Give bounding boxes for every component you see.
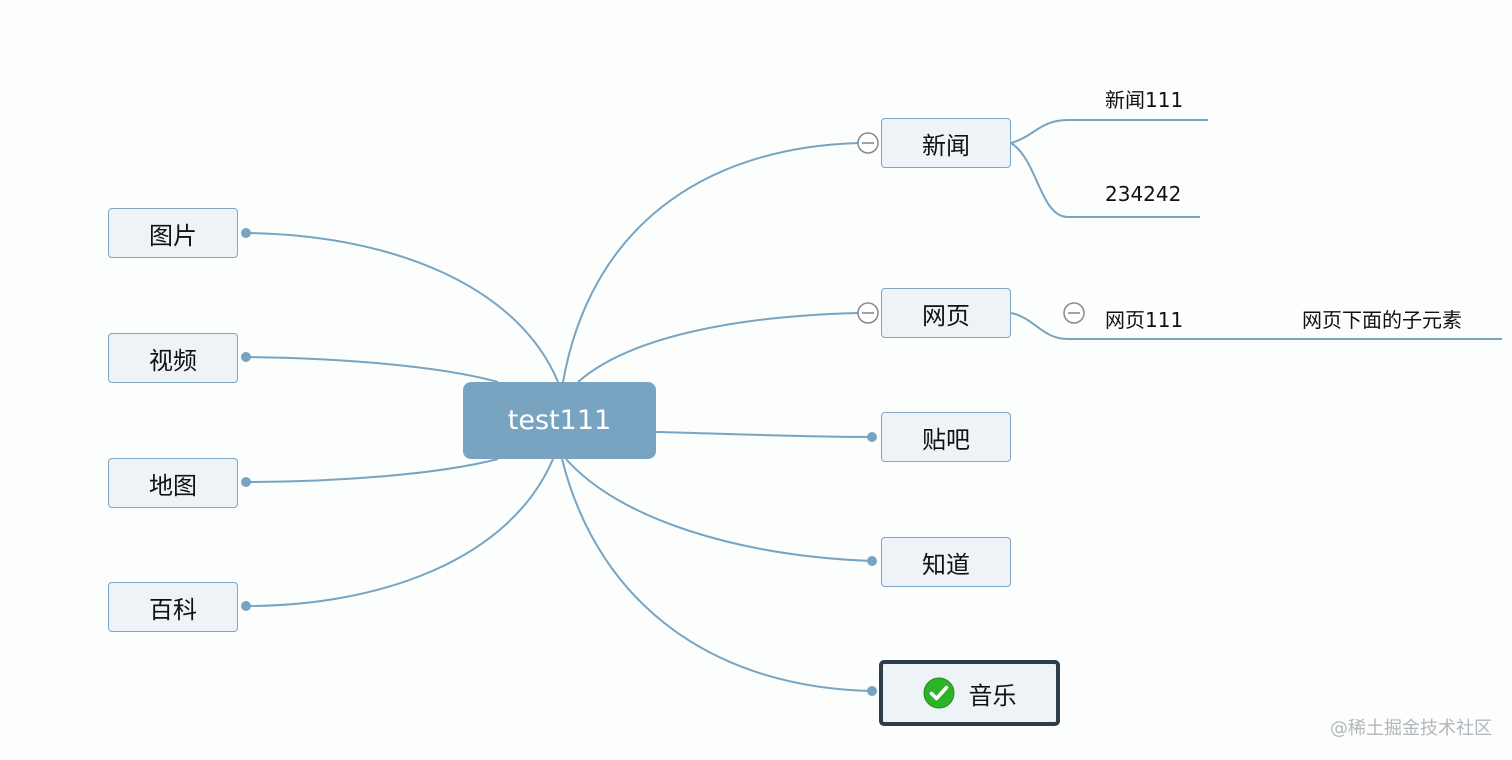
topic-ditu[interactable]: 地图 <box>108 458 238 508</box>
topic-connector-dot[interactable] <box>867 686 877 696</box>
topic-connector-dot[interactable] <box>241 601 251 611</box>
topic-label: 新闻 <box>922 131 970 160</box>
topic-label: 音乐 <box>968 681 1017 710</box>
topic-connector-dot[interactable] <box>241 352 251 362</box>
link-wangye-child1 <box>1010 312 1502 340</box>
link-root-yinyue <box>561 458 873 692</box>
topic-label: 网页 <box>922 301 970 330</box>
subtopic-label: 234242 <box>1105 182 1182 206</box>
link-root-tieba <box>655 431 873 438</box>
root-topic[interactable]: test111 <box>463 382 656 459</box>
topic-connector-dot[interactable] <box>867 556 877 566</box>
link-root-zhidao <box>565 458 873 562</box>
link-root-shipin <box>245 356 499 383</box>
topic-label: 地图 <box>149 471 197 500</box>
check-icon <box>923 677 955 709</box>
subtopic-label: 网页下面的子元素 <box>1302 308 1462 332</box>
subtopic-xinwen111[interactable]: 新闻111 <box>1105 84 1183 113</box>
subtopic-label: 新闻111 <box>1105 88 1184 112</box>
topic-baike[interactable]: 百科 <box>108 582 238 632</box>
topic-connector-dot[interactable] <box>867 432 877 442</box>
subtopic-wangye-child[interactable]: 网页下面的子元素 <box>1302 304 1462 333</box>
link-root-baike <box>245 458 554 607</box>
root-topic-label: test111 <box>507 405 612 436</box>
topic-shipin[interactable]: 视频 <box>108 333 238 383</box>
link-xinwen-child1 <box>1010 119 1208 144</box>
topic-xinwen[interactable]: 新闻 <box>881 118 1011 168</box>
link-root-tupian <box>245 232 559 383</box>
topic-tieba[interactable]: 贴吧 <box>881 412 1011 462</box>
topic-wangye[interactable]: 网页 <box>881 288 1011 338</box>
topic-yinyue[interactable]: 音乐 <box>879 660 1060 726</box>
watermark: @稀土掘金技术社区 <box>1330 718 1492 739</box>
collapse-toggle-icon[interactable] <box>1063 302 1085 324</box>
link-root-ditu <box>245 458 499 483</box>
topic-tupian[interactable]: 图片 <box>108 208 238 258</box>
collapse-toggle-icon[interactable] <box>857 132 879 154</box>
link-root-xinwen <box>562 142 859 383</box>
topic-zhidao[interactable]: 知道 <box>881 537 1011 587</box>
link-xinwen-child2 <box>1010 142 1200 218</box>
subtopic-label: 网页111 <box>1105 308 1184 332</box>
topic-label: 知道 <box>922 550 970 579</box>
collapse-toggle-icon[interactable] <box>857 302 879 324</box>
link-root-wangye <box>577 312 859 383</box>
topic-label: 贴吧 <box>922 425 970 454</box>
topic-label: 视频 <box>149 346 197 375</box>
topic-label: 百科 <box>149 595 197 624</box>
topic-connector-dot[interactable] <box>241 477 251 487</box>
topic-label: 图片 <box>149 221 197 250</box>
subtopic-wangye111[interactable]: 网页111 <box>1105 304 1183 333</box>
subtopic-234242[interactable]: 234242 <box>1105 182 1181 206</box>
topic-connector-dot[interactable] <box>241 228 251 238</box>
